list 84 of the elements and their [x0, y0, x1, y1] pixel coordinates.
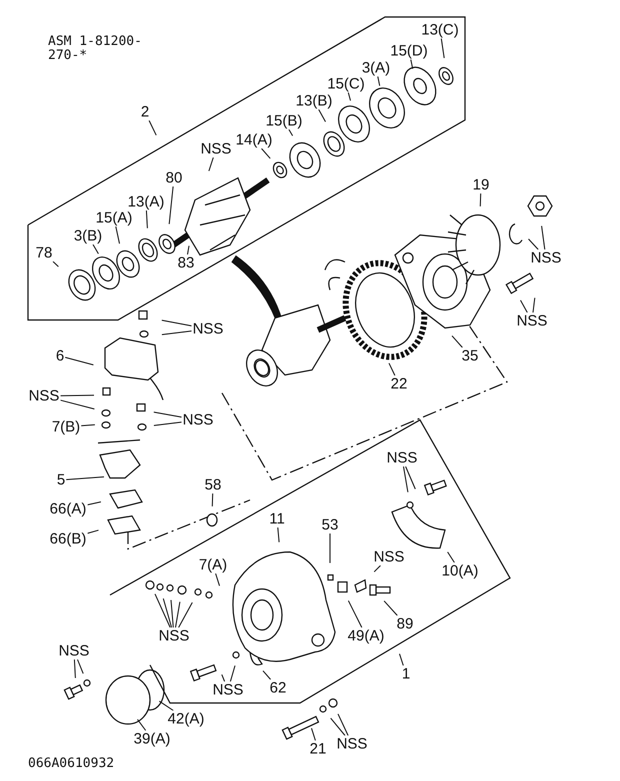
- leader-line: [187, 245, 190, 255]
- callout-number: 2: [140, 104, 150, 120]
- leader-line: [388, 362, 396, 376]
- callout-number: 3(B): [72, 228, 104, 244]
- callout-number: 13(A): [126, 194, 166, 210]
- leader-line: [86, 501, 102, 506]
- callout-label: NSS: [372, 548, 406, 566]
- callout-label: NSS: [58, 642, 90, 660]
- leader-line: [410, 59, 414, 70]
- leader-line: [158, 700, 174, 711]
- leader-line: [520, 300, 528, 313]
- leader-line: [86, 530, 99, 534]
- leader-line: [447, 552, 455, 563]
- callout-number: 66(A): [48, 500, 88, 518]
- leader-line: [74, 659, 76, 678]
- callout-number: 3(A): [360, 60, 392, 76]
- leader-line: [161, 320, 192, 326]
- leader-line: [348, 92, 351, 102]
- leader-line: [277, 527, 280, 543]
- leader-line: [377, 76, 380, 86]
- callout-number: 15(B): [264, 112, 304, 130]
- leader-line: [60, 394, 94, 396]
- callout-number: 7(A): [198, 556, 228, 574]
- leader-line: [318, 109, 326, 122]
- leader-line: [338, 713, 349, 736]
- leader-line: [170, 600, 174, 628]
- callout-number: 13(C): [420, 22, 460, 38]
- leader-line: [405, 466, 416, 490]
- leader-line: [374, 565, 381, 572]
- callout-label: NSS: [386, 450, 418, 466]
- leader-line: [348, 600, 362, 628]
- callout-number: 15(A): [94, 210, 134, 226]
- leader-line: [92, 244, 99, 254]
- leader-line: [161, 330, 192, 336]
- leader-line: [399, 653, 404, 666]
- callout-number: 10(A): [440, 562, 480, 580]
- leader-line: [60, 400, 95, 410]
- callout-number: 39(A): [132, 730, 172, 748]
- leader-line: [80, 424, 96, 426]
- drawing-number: 066A0610932: [28, 757, 114, 771]
- leader-line: [528, 238, 539, 250]
- leader-line: [403, 466, 408, 493]
- leader-line: [64, 356, 94, 366]
- callout-number: 14(A): [234, 132, 274, 148]
- leader-line: [162, 598, 172, 628]
- callout-number: 7(B): [50, 418, 82, 436]
- leader-line: [66, 476, 104, 480]
- leader-line: [77, 659, 84, 674]
- leader-line: [541, 225, 546, 250]
- leader-line: [384, 600, 398, 616]
- leader-line: [230, 665, 236, 682]
- leader-line: [288, 129, 294, 136]
- leader-line: [208, 157, 214, 172]
- leader-line: [221, 674, 226, 682]
- leader-line: [175, 601, 180, 628]
- leader-line: [212, 493, 214, 507]
- leader-line: [153, 422, 182, 426]
- leader-line: [480, 193, 482, 207]
- callout-number: 13(B): [294, 92, 334, 110]
- leader-line: [137, 718, 146, 731]
- callout-label: NSS: [200, 140, 232, 158]
- callout-number: 15(D): [389, 42, 429, 60]
- leader-line: [148, 120, 157, 136]
- leader-line: [311, 728, 316, 741]
- leader-line: [168, 186, 174, 225]
- callout-number: 49(A): [346, 628, 386, 644]
- leader-line: [146, 210, 148, 229]
- leader-line: [215, 573, 220, 586]
- leader-line: [115, 226, 120, 244]
- leader-line: [154, 593, 171, 628]
- leader-line: [153, 412, 182, 418]
- callout-number: 78: [34, 244, 54, 262]
- leader-line: [440, 38, 445, 59]
- leader-line: [261, 148, 271, 159]
- leader-line: [178, 602, 193, 628]
- leader-line: [532, 297, 536, 313]
- assembly-number: ASM 1-81200-270-*: [48, 35, 143, 63]
- callout-number: 42(A): [166, 710, 206, 728]
- leader-line: [52, 261, 59, 268]
- callout-number: 15(C): [326, 76, 366, 92]
- leader-line: [452, 335, 463, 348]
- leader-line: [262, 670, 272, 680]
- callout-number: 66(B): [48, 530, 88, 548]
- leader-line: [330, 718, 346, 736]
